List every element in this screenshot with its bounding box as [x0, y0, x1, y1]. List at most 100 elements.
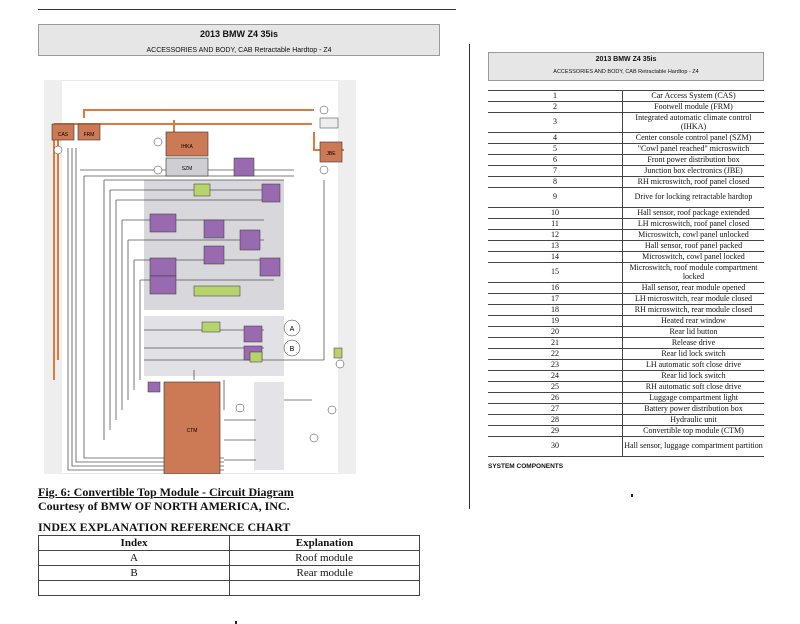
- component-number: 28: [488, 414, 623, 426]
- component-description: Microswitch, cowl panel unlocked: [622, 229, 764, 241]
- ctm-box: [163, 381, 221, 474]
- component-number: 23: [488, 359, 623, 371]
- explanation-cell: [229, 580, 420, 596]
- component-number: 4: [488, 132, 623, 144]
- page-mark-bottom: [235, 621, 237, 624]
- szm-box: [165, 157, 209, 177]
- table-row: A Roof module: [38, 550, 420, 566]
- top-rule: [38, 9, 456, 10]
- component-number: 12: [488, 229, 623, 241]
- component-number: 21: [488, 337, 623, 349]
- table-row: [38, 580, 420, 596]
- component-number: 1: [488, 90, 623, 102]
- component-description: Center console control panel (SZM): [622, 132, 764, 144]
- component-number: 6: [488, 154, 623, 166]
- page-mark: [631, 494, 633, 497]
- hydraulic-unit-area: [254, 382, 284, 470]
- component-number: 13: [488, 240, 623, 252]
- component-number: 16: [488, 282, 623, 294]
- index-chart-table: Index Explanation A Roof module B Rear m…: [38, 535, 420, 596]
- right-document-header: 2013 BMW Z4 35is ACCESSORIES AND BODY, C…: [488, 52, 764, 81]
- jbe-label: JBE: [326, 151, 336, 157]
- index-chart-title: INDEX EXPLANATION REFERENCE CHART: [38, 520, 291, 534]
- component-description: Front power distribution box: [622, 154, 764, 166]
- index-cell: A: [38, 550, 230, 566]
- component-description: Luggage compartment light: [622, 392, 764, 404]
- component-number: 26: [488, 392, 623, 404]
- component-description: Hall sensor, luggage compartment partiti…: [622, 436, 764, 457]
- frm-box: [77, 123, 101, 141]
- component-number: 2: [488, 101, 623, 113]
- component-description: Microswitch, cowl panel locked: [622, 251, 764, 263]
- szm-label: SZM: [182, 166, 193, 172]
- component-description: Hydraulic unit: [622, 414, 764, 426]
- component-number: 15: [488, 262, 623, 283]
- component-number: 25: [488, 381, 623, 393]
- component-number: 22: [488, 348, 623, 360]
- component-number: 7: [488, 165, 623, 177]
- component-number: 3: [488, 112, 623, 133]
- table-header-row: Index Explanation: [38, 535, 420, 551]
- header-index: Index: [38, 535, 230, 551]
- frm-label: FRM: [84, 132, 95, 138]
- component-description: Rear lid button: [622, 326, 764, 338]
- orange-wiring: [53, 109, 344, 380]
- power-box: [319, 117, 339, 129]
- component-description: Heated rear window: [622, 315, 764, 327]
- right-header-subtitle: ACCESSORIES AND BODY, CAB Retractable Ha…: [553, 69, 699, 75]
- column-divider: [469, 44, 470, 509]
- component-description: Drive for locking retractable hardtop: [622, 187, 764, 208]
- component-number: 27: [488, 403, 623, 415]
- component-description: "Cowl panel reached" microswitch: [622, 143, 764, 155]
- explanation-cell: Roof module: [229, 550, 420, 566]
- component-description: LH microswitch, roof panel closed: [622, 218, 764, 230]
- header-explanation: Explanation: [229, 535, 420, 551]
- component-description: Integrated automatic climate control (IH…: [622, 112, 764, 133]
- component-description: LH automatic soft close drive: [622, 359, 764, 371]
- component-description: Battery power distribution box: [622, 403, 764, 415]
- system-components-label: SYSTEM COMPONENTS: [488, 463, 564, 470]
- component-description: Hall sensor, roof package extended: [622, 207, 764, 219]
- component-number: 29: [488, 425, 623, 437]
- component-description: LH microswitch, rear module closed: [622, 293, 764, 305]
- ihka-label: IHKA: [181, 144, 193, 150]
- left-document-header: 2013 BMW Z4 35is ACCESSORIES AND BODY, C…: [38, 24, 440, 56]
- component-number: 10: [488, 207, 623, 219]
- component-number: 8: [488, 176, 623, 188]
- cas-label: CAS: [58, 132, 69, 138]
- component-description: RH microswitch, roof panel closed: [622, 176, 764, 188]
- component-description: Rear lid lock switch: [622, 348, 764, 360]
- right-header-title: 2013 BMW Z4 35is: [595, 56, 657, 63]
- left-header-subtitle: ACCESSORIES AND BODY, CAB Retractable Ha…: [146, 47, 332, 54]
- explanation-cell: Rear module: [229, 565, 420, 581]
- component-number: 14: [488, 251, 623, 263]
- cas-box: [51, 123, 75, 141]
- ctm-label: CTM: [187, 428, 198, 434]
- component-description: Car Access System (CAS): [622, 90, 764, 102]
- jbe-box: [319, 141, 343, 163]
- purple-switches: [147, 157, 281, 393]
- circuit-diagram: CAS FRM IHKA SZM JBE CTM A B: [44, 80, 356, 474]
- component-number: 17: [488, 293, 623, 305]
- component-description: Release drive: [622, 337, 764, 349]
- component-row: 5"Cowl panel reached" microswitch: [488, 143, 764, 155]
